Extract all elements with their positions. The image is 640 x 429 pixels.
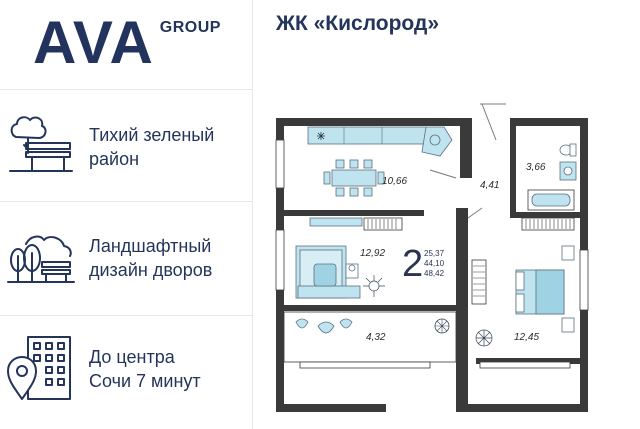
feature-landscape: Ландшафтный дизайн дворов [0,212,252,312]
living-sofa [295,245,361,299]
label-bedroom: 12,45 [514,332,539,343]
divider [0,315,252,316]
divider [0,89,252,90]
feature-line-2: Сочи 7 минут [89,371,201,391]
label-hall: 4,41 [480,180,499,191]
label-balcony: 4,32 [366,332,386,343]
room-count: 2 [402,243,423,285]
vertical-divider [252,0,253,429]
tv-console [309,217,403,231]
feature-quiet-green: Тихий зеленый район [0,99,252,199]
dining-table [323,159,385,197]
landscape-trees-bench-icon [7,235,75,283]
feature-line-2: район [89,149,140,169]
park-bench-tree-icon [9,116,73,172]
logo-ava-text: AVA [33,9,154,76]
label-kitchen: 10,66 [382,176,407,187]
area-total-2: 48,42 [424,269,445,278]
feature-to-center: До центра Сочи 7 минут [0,325,252,425]
bedroom-wardrobe [521,217,575,231]
area-living: 25,37 [424,249,445,258]
plant-bedroom [475,329,493,347]
bathroom-fixtures [527,143,577,211]
logo-group-text: GROUP [159,19,221,36]
label-living: 12,92 [360,248,385,259]
label-bathroom: 3,66 [526,162,546,173]
plant-living [363,275,385,297]
hall-wardrobe [471,259,487,305]
feature-line-1: До центра [89,347,175,367]
sidebar: AVA GROUP Тихий зеленый район [0,0,252,429]
area-total-1: 44,10 [424,259,445,268]
feature-text: Ландшафтный дизайн дворов [89,234,249,282]
feature-line-1: Тихий зеленый [89,125,215,145]
windows [275,139,589,369]
bedroom-bed [515,245,575,333]
brand-logo[interactable]: AVA GROUP [33,9,221,76]
feature-line-2: дизайн дворов [89,260,213,280]
feature-line-1: Ландшафтный [89,236,212,256]
kitchen-counter [307,126,453,157]
apartment-floor-plan: 2 25,37 44,10 48,42 [275,103,589,412]
door-swings [429,103,506,297]
project-title: ЖК «Кислород» [276,12,439,35]
divider [0,201,252,202]
city-location-pin-icon [7,336,71,400]
feature-text: Тихий зеленый район [89,123,249,171]
balcony [283,311,457,363]
feature-text: До центра Сочи 7 минут [89,345,249,393]
